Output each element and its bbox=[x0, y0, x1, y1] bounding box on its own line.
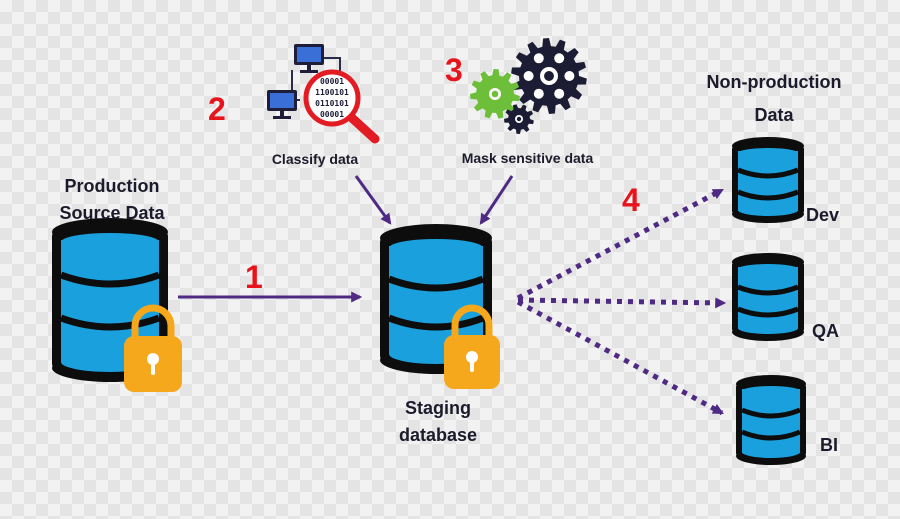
binary-line-4: 00001 bbox=[320, 110, 344, 119]
magnifier-icon: 00001 1100101 0110101 00001 bbox=[303, 69, 380, 144]
arrow-mask-to-staging bbox=[479, 175, 514, 225]
green-gear-icon bbox=[470, 69, 520, 119]
bi-label: BI bbox=[820, 435, 838, 455]
arrow-staging-to-bi bbox=[516, 299, 724, 416]
non-production-data-label: Non-production Data bbox=[706, 72, 842, 125]
production-database-icon bbox=[52, 218, 168, 382]
binary-line-1: 00001 bbox=[320, 77, 344, 86]
binary-line-2: 1100101 bbox=[315, 88, 349, 97]
production-padlock-icon bbox=[124, 304, 182, 392]
staging-padlock-icon bbox=[444, 304, 500, 389]
step-number-1: 1 bbox=[245, 259, 263, 295]
dev-label: Dev bbox=[806, 205, 840, 225]
qa-label: QA bbox=[812, 321, 839, 341]
arrow-staging-to-qa bbox=[517, 297, 727, 309]
binary-line-3: 0110101 bbox=[315, 99, 349, 108]
large-gear-icon bbox=[511, 38, 587, 114]
network-computers-icon bbox=[267, 44, 341, 119]
dev-database-icon bbox=[732, 137, 804, 223]
mask-sensitive-data-label: Mask sensitive data bbox=[461, 150, 594, 166]
arrow-staging-to-dev bbox=[516, 187, 724, 301]
step-number-4: 4 bbox=[622, 182, 640, 218]
production-source-label: Production Source Data bbox=[59, 176, 165, 223]
qa-database-icon bbox=[732, 253, 804, 341]
step-number-2: 2 bbox=[208, 91, 226, 127]
small-gear-icon bbox=[504, 104, 534, 134]
step-number-3: 3 bbox=[445, 52, 463, 88]
staging-database-label: Staging database bbox=[398, 398, 478, 445]
arrow-classify-to-staging bbox=[354, 175, 392, 225]
gears-icon bbox=[470, 38, 587, 134]
classify-data-label: Classify data bbox=[271, 151, 359, 167]
bi-database-icon bbox=[736, 375, 806, 465]
